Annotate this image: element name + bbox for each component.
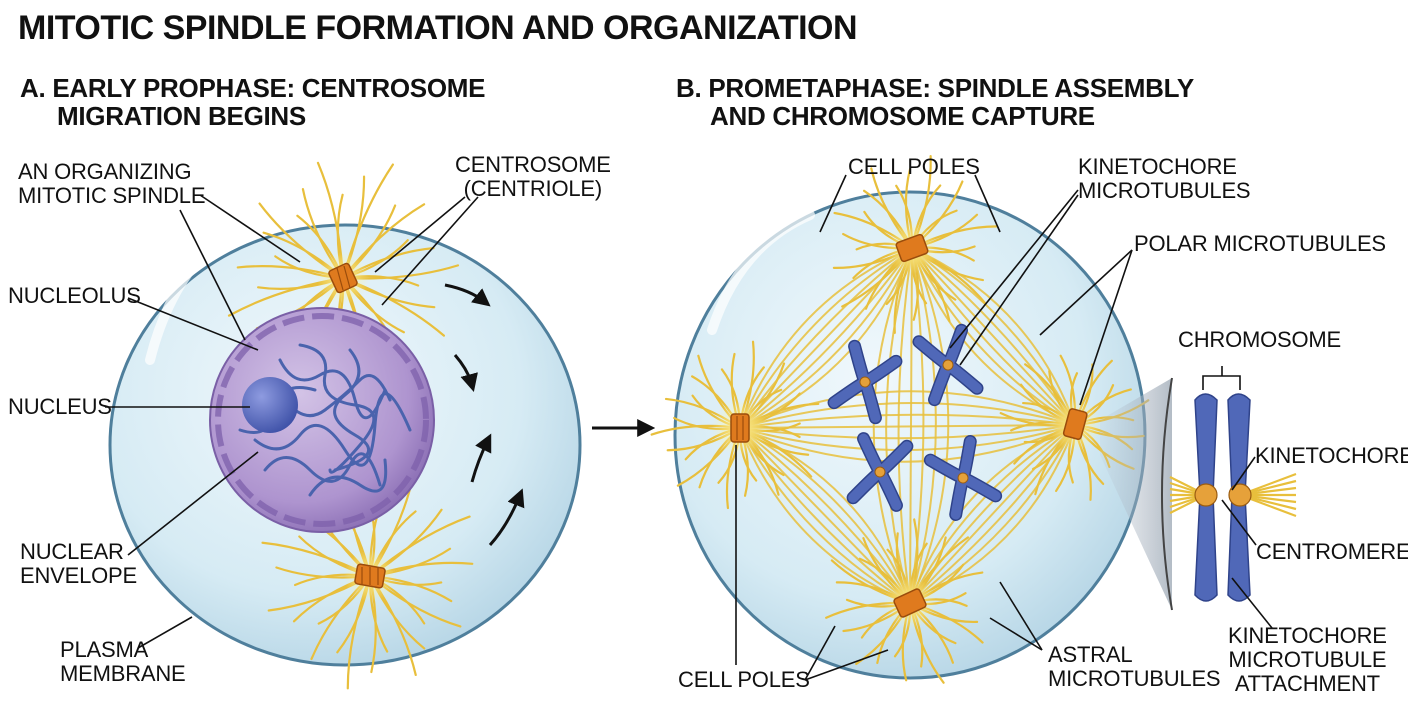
label-astral-microtubules: ASTRAL MICROTUBULES [1048,642,1221,691]
label-nuclear-envelope: NUCLEAR ENVELOPE [20,539,138,588]
zoom-wedge [1100,378,1172,610]
label-kinetochore: KINETOCHORE [1255,443,1408,468]
panel-a-heading: A. EARLY PROPHASE: CENTROSOME MIGRATION … [20,73,486,132]
leaders-b [735,174,1273,681]
label-centromere: CENTROMERE [1256,539,1408,564]
panel-b-heading: B. PROMETAPHASE: SPINDLE ASSEMBLY AND CH… [676,73,1194,132]
label-nucleolus: NUCLEOLUS [8,283,141,308]
label-nucleus: NUCLEUS [8,394,112,419]
label-plasma-membrane: PLASMA MEMBRANE [60,637,186,686]
label-chromosome: CHROMOSOME [1178,327,1342,352]
page-title: MITOTIC SPINDLE FORMATION AND ORGANIZATI… [18,9,858,47]
centrioles-b [712,222,1101,629]
label-organizing-spindle: AN ORGANIZING MITOTIC SPINDLE [18,159,206,208]
centrioles-a [317,252,396,602]
label-centrosome: CENTROSOME (CENTRIOLE) [455,152,611,201]
nucleolus-a [242,377,298,433]
leaders-a [105,194,479,649]
label-kinetochore-microtubules: KINETOCHORE MICROTUBULES [1078,154,1251,203]
chromosomes-b [827,323,1003,521]
label-cell-poles-top: CELL POLES [848,154,980,179]
chromosome-inset [1169,393,1297,602]
label-polar-microtubules: POLAR MICROTUBULES [1134,231,1386,256]
kinetochore-dot [1194,483,1218,507]
label-kinetochore-attachment: KINETOCHORE MICROTUBULE ATTACHMENT [1228,623,1387,696]
spindle-fibers [739,247,1076,604]
label-cell-poles-bottom: CELL POLES [678,667,810,692]
nucleus-a [209,307,435,533]
migration-arrows [444,283,525,547]
